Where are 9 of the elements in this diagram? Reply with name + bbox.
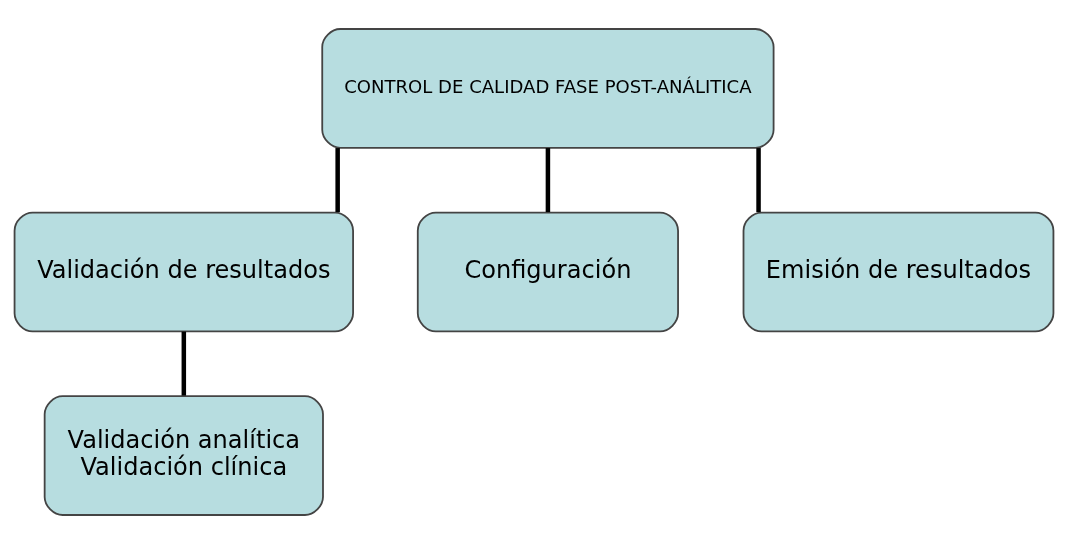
node-box: Validación analítica Validación clínica [43,395,324,516]
node-box: Emisión de resultados [742,211,1055,333]
connector [335,148,340,213]
node-box: Configuración [416,211,679,333]
connector [545,148,551,213]
connector [756,148,761,213]
node-box: Validación de resultados [13,211,354,333]
node-box: CONTROL DE CALIDAD FASE POST-ANÁLITICA [321,28,775,149]
connector [181,331,187,396]
